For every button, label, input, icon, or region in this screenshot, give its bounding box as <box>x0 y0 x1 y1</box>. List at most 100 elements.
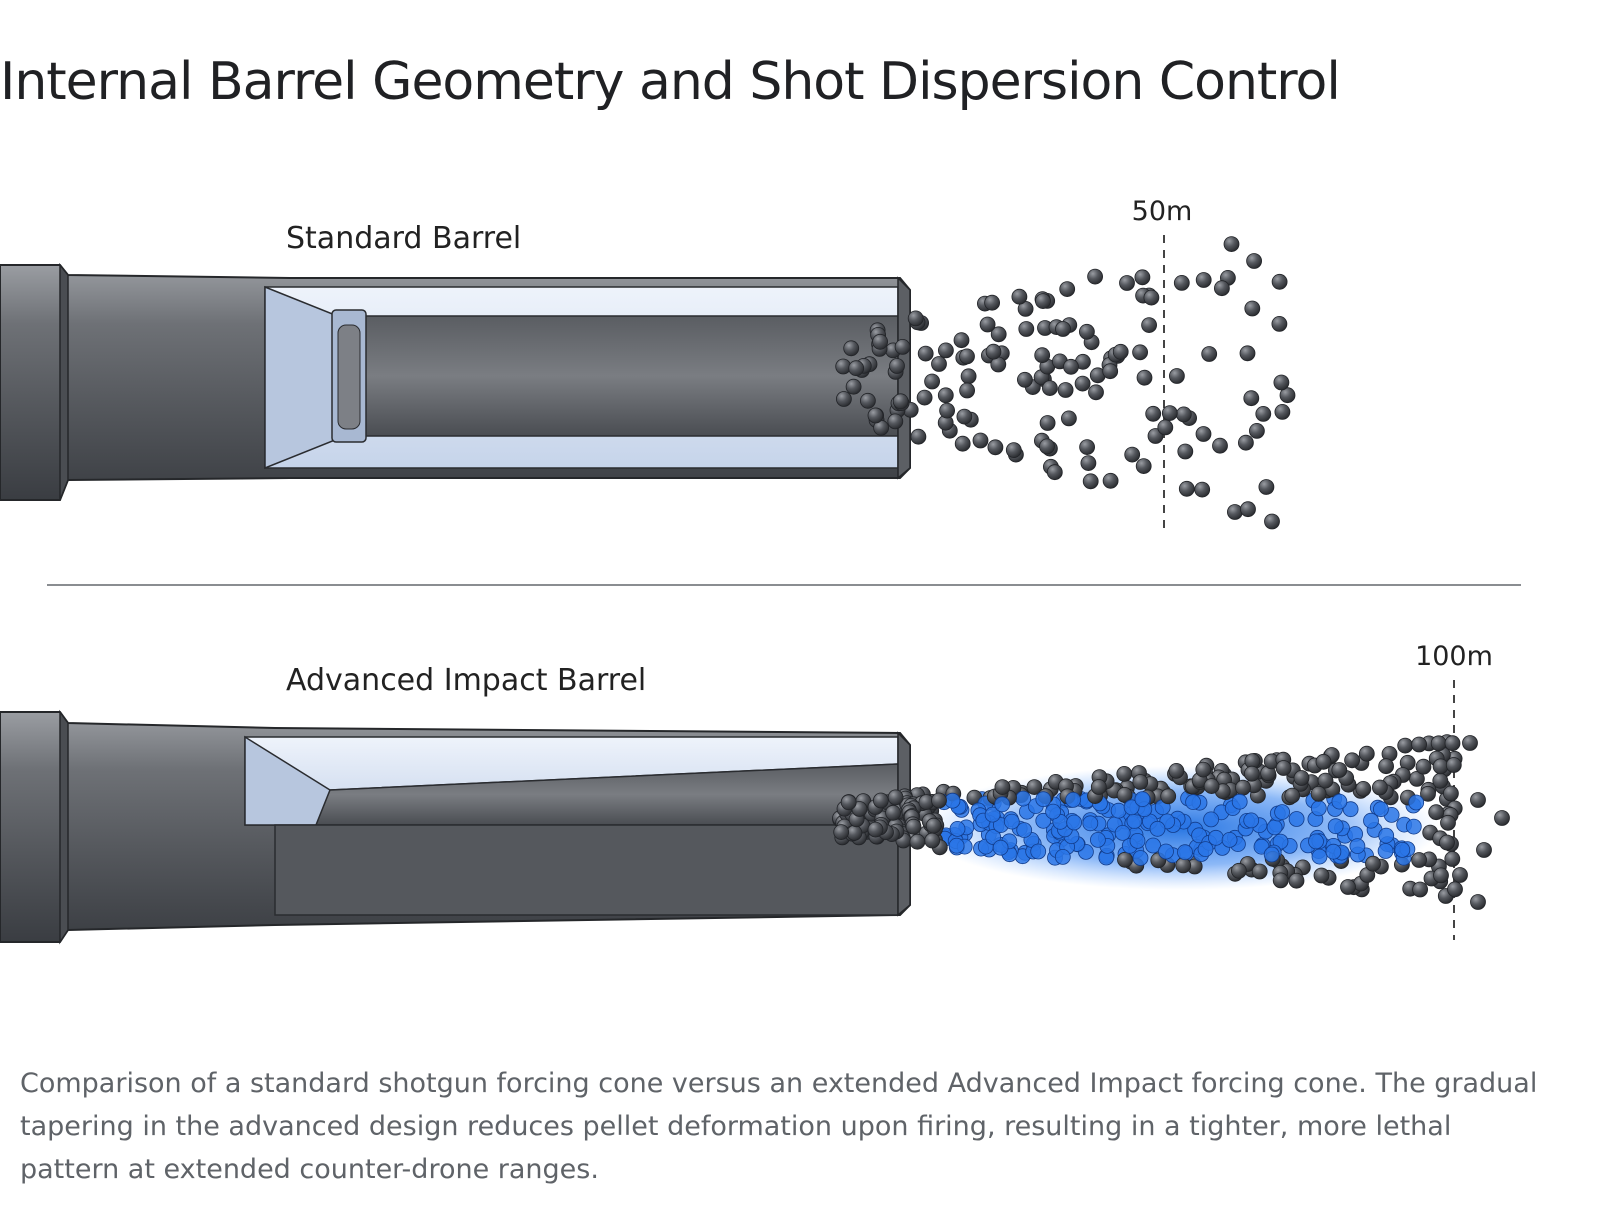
pellet <box>1317 772 1334 789</box>
pellet <box>1175 857 1192 874</box>
pellet <box>1279 387 1296 404</box>
pellet <box>994 779 1011 795</box>
pellet <box>1079 323 1095 340</box>
pellet <box>1116 787 1133 803</box>
pellet <box>1246 253 1262 269</box>
pellet <box>1221 832 1238 848</box>
pellet <box>1090 832 1106 848</box>
pellet <box>1315 753 1332 770</box>
pellet <box>990 326 1007 343</box>
pellet <box>959 382 975 399</box>
pellet <box>1212 437 1228 454</box>
pellet <box>909 833 926 850</box>
pellet <box>1035 812 1052 829</box>
pellet <box>1061 410 1077 427</box>
pellet <box>1444 851 1461 867</box>
pellet <box>1244 765 1260 782</box>
pellet <box>1331 793 1348 810</box>
pellet <box>1201 346 1218 362</box>
standard-barrel-label: Standard Barrel <box>286 221 521 256</box>
pellet <box>1443 785 1459 802</box>
pellet <box>1090 779 1107 795</box>
pellet <box>1288 811 1305 827</box>
pellet <box>1195 761 1212 778</box>
pellet <box>894 338 911 355</box>
pellet <box>1412 881 1428 898</box>
pellet <box>1039 415 1056 431</box>
pellet <box>1203 778 1220 794</box>
barrel-comparison-diagram: Standard Barrel 50m Advanced Impact Bar <box>0 150 1600 1050</box>
pellet <box>1087 268 1103 285</box>
standard-bore <box>334 315 899 437</box>
pellet <box>848 360 865 377</box>
pellet <box>1411 852 1427 868</box>
pellet <box>1035 791 1052 808</box>
pellet <box>949 821 966 837</box>
pellet <box>1284 787 1301 804</box>
pellet <box>1079 439 1095 456</box>
pellet <box>984 294 1000 311</box>
pellet <box>1178 480 1195 497</box>
pellet <box>1373 801 1389 818</box>
pellet <box>1274 804 1290 820</box>
pellet <box>1126 813 1143 829</box>
standard-shot-pattern <box>835 236 1296 530</box>
pellet <box>1145 837 1161 854</box>
pellet <box>1016 822 1033 838</box>
advanced-shot-pattern <box>832 734 1510 910</box>
pellet <box>1432 772 1449 789</box>
pellet <box>1177 443 1194 460</box>
pellet <box>948 837 965 854</box>
pellet <box>1363 812 1379 829</box>
pellet <box>1358 745 1375 762</box>
pellet <box>1271 315 1288 332</box>
pellet <box>1168 763 1185 779</box>
pellet <box>959 348 975 365</box>
pellet <box>944 792 961 809</box>
pellet <box>1132 850 1149 866</box>
pellet <box>1432 758 1449 775</box>
pellet <box>1355 781 1372 797</box>
diagram-canvas: Standard Barrel 50m Advanced Impact Bar <box>0 196 1521 945</box>
pellet <box>1157 419 1174 436</box>
pellet <box>887 789 904 806</box>
pellet <box>953 332 970 349</box>
pellet <box>1238 434 1254 451</box>
pellet <box>1175 406 1192 423</box>
pellet <box>1439 834 1455 851</box>
pellet <box>1177 844 1193 861</box>
pellet <box>1476 842 1492 858</box>
pellet <box>1173 274 1190 291</box>
pellet <box>867 821 884 838</box>
pellet <box>1011 288 1028 305</box>
pellet <box>1185 794 1201 810</box>
pellet <box>1405 818 1422 835</box>
pellet <box>1377 843 1394 859</box>
advanced-barrel-label: Advanced Impact Barrel <box>286 663 646 698</box>
pellet <box>1288 872 1305 889</box>
pellet <box>905 818 922 835</box>
pellet <box>1066 814 1082 831</box>
pellet <box>1223 236 1240 252</box>
page-title: Internal Barrel Geometry and Shot Disper… <box>0 52 1341 112</box>
pellet <box>1331 762 1348 778</box>
pellet <box>1035 293 1051 310</box>
pellet <box>1462 735 1478 751</box>
standard-barrel: Standard Barrel 50m <box>0 196 1296 530</box>
pellet <box>1251 863 1268 880</box>
pellet <box>846 825 863 841</box>
pellet <box>1494 810 1510 826</box>
pellet <box>1197 841 1214 857</box>
pellet <box>1452 867 1468 883</box>
pellet <box>1340 879 1356 895</box>
pellet <box>1415 758 1432 775</box>
pellet <box>916 389 933 406</box>
pellet <box>984 806 1001 823</box>
standard-range-label: 50m <box>1132 196 1193 227</box>
pellet <box>1110 802 1127 819</box>
pellet <box>1397 737 1414 754</box>
pellet <box>1030 843 1047 860</box>
pellet <box>1134 791 1151 807</box>
pellet <box>1123 799 1140 816</box>
pellet <box>1275 760 1292 776</box>
